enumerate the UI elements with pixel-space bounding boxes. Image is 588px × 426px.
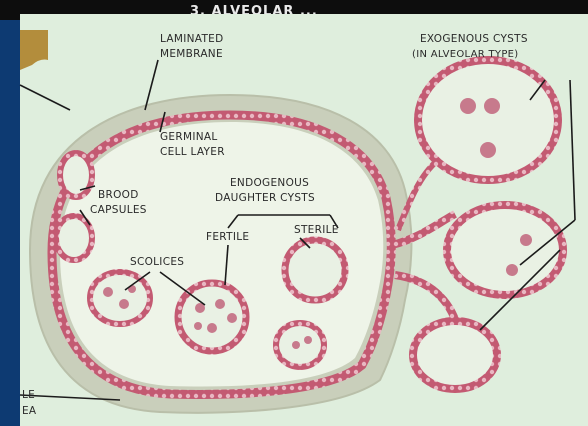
label-exogenous-2: (IN ALVEOLAR TYPE) xyxy=(412,49,519,60)
label-germinal-1: GERMINAL xyxy=(160,131,218,143)
brood-capsule-1 xyxy=(60,153,92,197)
label-cropped-left-2: EA xyxy=(22,405,37,417)
label-laminated-membrane-1: LAMINATED xyxy=(160,33,224,45)
label-fertile: FERTILE xyxy=(206,231,249,243)
brood-capsule-4 xyxy=(276,323,324,367)
sterile-daughter-cyst xyxy=(285,240,345,300)
exogenous-cyst-top xyxy=(418,60,558,180)
brood-capsule-3 xyxy=(90,272,150,324)
label-germinal-2: CELL LAYER xyxy=(160,146,225,158)
brood-capsule-2 xyxy=(56,216,92,260)
label-endogenous-1: ENDOGENOUS xyxy=(230,177,309,189)
label-brood-1: BROOD xyxy=(98,189,139,201)
label-endogenous-2: DAUGHTER CYSTS xyxy=(215,192,315,204)
label-brood-2: CAPSULES xyxy=(90,204,147,216)
label-exogenous-1: EXOGENOUS CYSTS xyxy=(420,33,528,45)
exogenous-cyst-middle xyxy=(447,205,563,295)
label-cropped-left-1: LE xyxy=(22,389,35,401)
label-scolices: SCOLICES xyxy=(130,256,184,268)
exogenous-cyst-bottom xyxy=(413,321,497,389)
label-laminated-membrane-2: MEMBRANE xyxy=(160,48,223,60)
label-sterile: STERILE xyxy=(294,224,339,236)
